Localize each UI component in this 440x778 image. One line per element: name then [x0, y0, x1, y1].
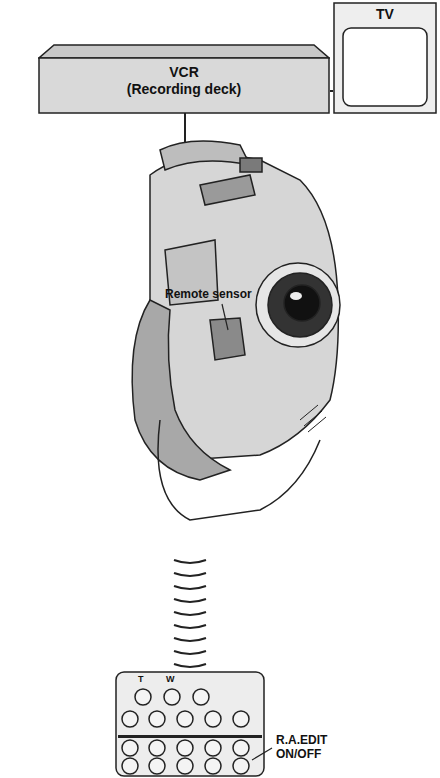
- node-subtitle: (Recording deck): [38, 81, 330, 98]
- remote-button: [149, 758, 165, 774]
- remote-button: [149, 711, 165, 727]
- ir-wave: [174, 651, 206, 654]
- remote-button: [205, 758, 221, 774]
- ir-wave: [174, 664, 206, 667]
- remote-button: [233, 711, 249, 727]
- camcorder: [132, 141, 340, 520]
- remote-button: [177, 758, 193, 774]
- connector: [330, 91, 333, 92]
- remote-button: [233, 740, 249, 756]
- node-title: TV: [333, 6, 437, 23]
- remote-button: [149, 740, 165, 756]
- leader-line: [222, 304, 228, 330]
- remote-button: [177, 711, 193, 727]
- remote-button: [122, 740, 138, 756]
- ir-wave: [174, 573, 206, 576]
- node-title: VCR: [38, 64, 330, 81]
- remote-button: [164, 689, 180, 705]
- ir-wave: [174, 560, 206, 563]
- leader-line: [252, 748, 272, 760]
- button-label: R.A.EDIT ON/OFF: [276, 733, 346, 761]
- ir-wave: [174, 638, 206, 641]
- vcr-box: VCR(Recording deck): [38, 44, 330, 114]
- remote-button: [205, 711, 221, 727]
- remote-button: [177, 740, 193, 756]
- ir-wave: [174, 586, 206, 589]
- remote-button: [122, 758, 138, 774]
- remote-button: [122, 711, 138, 727]
- part-label: Remote sensor: [165, 287, 252, 301]
- ir-wave: [174, 612, 206, 615]
- button-letter: W: [166, 674, 175, 684]
- remote-button: [205, 740, 221, 756]
- ir-wave: [174, 599, 206, 602]
- remote-control: [116, 672, 272, 776]
- tv-box: TV: [333, 2, 437, 114]
- button-letter: T: [138, 674, 144, 684]
- remote-button: [135, 689, 151, 705]
- remote-button: [233, 758, 249, 774]
- remote-button: [193, 689, 209, 705]
- ir-signal: [174, 560, 206, 667]
- ir-wave: [174, 625, 206, 628]
